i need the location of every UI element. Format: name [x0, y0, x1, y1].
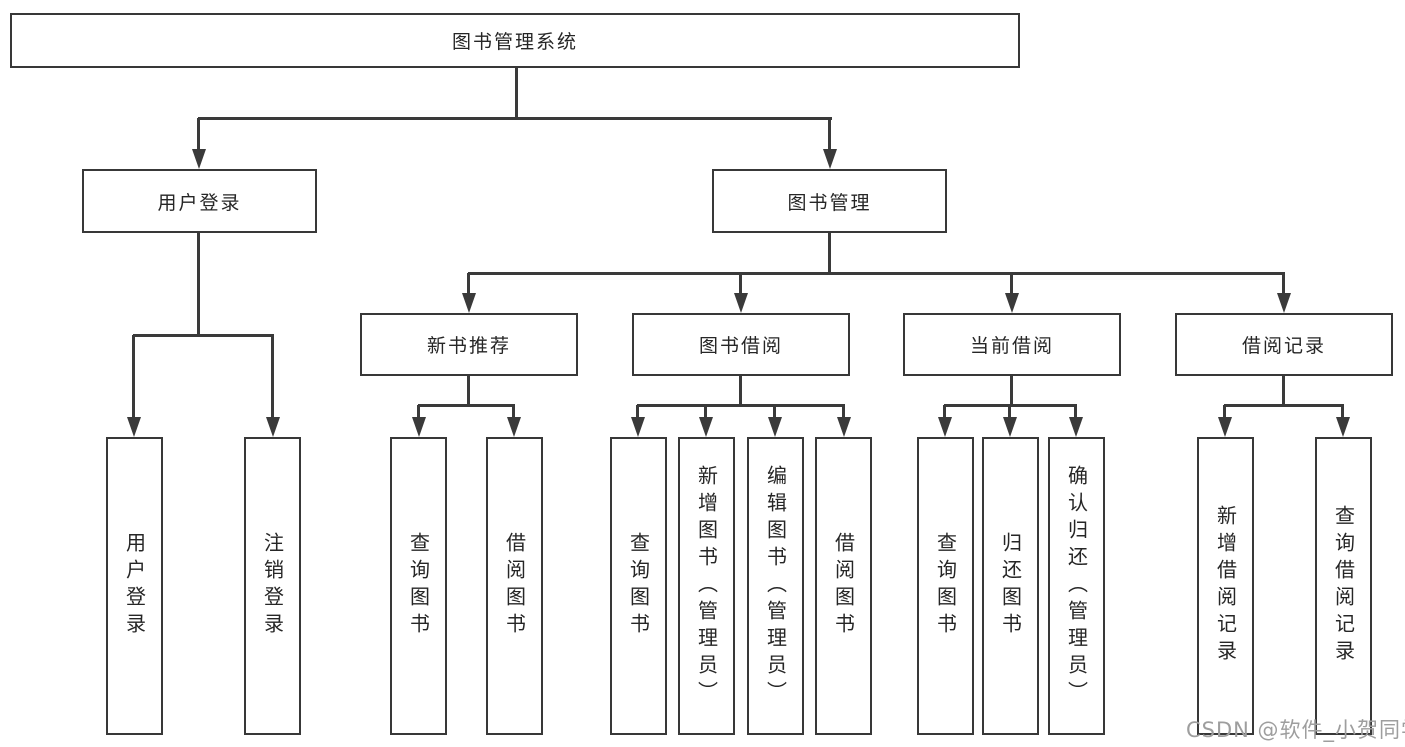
node-root: 图书管理系统: [10, 13, 1020, 68]
connector-line-vertical: [1222, 405, 1226, 421]
connector-line-vertical: [196, 233, 200, 335]
connector-line-horizontal: [1224, 403, 1344, 407]
node-label: 用户登录: [122, 532, 147, 640]
node-label: 用户登录: [157, 191, 242, 214]
connector-line-vertical: [827, 118, 831, 152]
node-label: 图书借阅: [698, 335, 783, 357]
arrowhead-down-icon: [837, 417, 851, 437]
node-label: 借阅图书: [502, 532, 527, 640]
node-label: 新增借阅记录: [1213, 505, 1238, 667]
connector-line-vertical: [416, 405, 420, 421]
node-label: 编辑图书（管理员）: [763, 464, 788, 708]
arrowhead-down-icon: [631, 417, 645, 437]
node-book-borrow: 图书借阅: [632, 313, 850, 376]
node-book-management: 图书管理: [712, 169, 947, 233]
node-label: 新增图书（管理员）: [694, 464, 719, 708]
arrowhead-down-icon: [1336, 417, 1350, 437]
arrowhead-down-icon: [1003, 417, 1017, 437]
node-label: 查询图书: [406, 532, 431, 640]
connector-line-vertical: [841, 405, 845, 421]
node-leaf-borrow-book-1: 借阅图书: [486, 437, 543, 735]
node-current-borrow: 当前借阅: [903, 313, 1121, 376]
node-label: 图书管理系统: [451, 31, 578, 53]
connector-line-vertical: [738, 273, 742, 295]
arrowhead-down-icon: [699, 417, 713, 437]
connector-line-vertical: [196, 118, 200, 152]
node-borrow-records: 借阅记录: [1175, 313, 1393, 376]
connector-line-vertical: [1007, 405, 1011, 421]
connector-line-horizontal: [944, 403, 1077, 407]
node-leaf-logout: 注销登录: [244, 437, 301, 735]
connector-line-vertical: [1073, 405, 1077, 421]
connector-line-vertical: [635, 405, 639, 421]
node-leaf-query-book-1: 查询图书: [390, 437, 447, 735]
connector-line-vertical: [738, 376, 742, 405]
arrowhead-down-icon: [127, 417, 141, 437]
arrowhead-down-icon: [734, 293, 748, 313]
node-label: 当前借阅: [969, 335, 1054, 357]
node-leaf-add-borrow-record: 新增借阅记录: [1197, 437, 1254, 735]
connector-line-vertical: [511, 405, 515, 421]
node-label: 注销登录: [260, 532, 285, 640]
connector-line-vertical: [270, 335, 274, 419]
connector-line-vertical: [1340, 405, 1344, 421]
connector-line-vertical: [827, 233, 831, 273]
node-leaf-edit-book: 编辑图书（管理员）: [747, 437, 804, 735]
arrowhead-down-icon: [1069, 417, 1083, 437]
node-user-login-group: 用户登录: [82, 169, 317, 233]
node-label: 查询图书: [933, 532, 958, 640]
csdn-watermark: CSDN @软件_小贺同学: [1186, 718, 1405, 742]
node-label: 借阅图书: [831, 532, 856, 640]
connector-line-horizontal: [133, 333, 274, 337]
connector-line-horizontal: [198, 116, 832, 120]
arrowhead-down-icon: [1218, 417, 1232, 437]
arrowhead-down-icon: [1277, 293, 1291, 313]
node-label: 归还图书: [998, 532, 1023, 640]
node-new-book-recommend: 新书推荐: [360, 313, 578, 376]
arrowhead-down-icon: [823, 149, 837, 169]
connector-line-vertical: [1009, 273, 1013, 295]
connector-line-vertical: [466, 273, 470, 295]
connector-line-horizontal: [468, 271, 1285, 275]
node-leaf-borrow-book-2: 借阅图书: [815, 437, 872, 735]
node-leaf-return-book: 归还图书: [982, 437, 1039, 735]
arrowhead-down-icon: [1005, 293, 1019, 313]
connector-line-horizontal: [418, 403, 515, 407]
arrowhead-down-icon: [412, 417, 426, 437]
node-label: 借阅记录: [1241, 335, 1326, 357]
connector-line-vertical: [703, 405, 707, 421]
node-leaf-query-book-3: 查询图书: [917, 437, 974, 735]
arrowhead-down-icon: [192, 149, 206, 169]
node-label: 查询图书: [626, 532, 651, 640]
node-leaf-user-login: 用户登录: [106, 437, 163, 735]
connector-line-vertical: [466, 376, 470, 405]
connector-line-horizontal: [637, 403, 845, 407]
arrowhead-down-icon: [266, 417, 280, 437]
node-leaf-query-borrow-record: 查询借阅记录: [1315, 437, 1372, 735]
connector-line-vertical: [1009, 376, 1013, 405]
arrowhead-down-icon: [507, 417, 521, 437]
node-leaf-confirm-return: 确认归还（管理员）: [1048, 437, 1105, 735]
node-label: 新书推荐: [426, 335, 511, 357]
connector-line-vertical: [131, 335, 135, 419]
node-leaf-query-book-2: 查询图书: [610, 437, 667, 735]
connector-line-vertical: [514, 68, 518, 120]
connector-line-vertical: [942, 405, 946, 421]
arrowhead-down-icon: [462, 293, 476, 313]
node-label: 查询借阅记录: [1331, 505, 1356, 667]
arrowhead-down-icon: [768, 417, 782, 437]
node-leaf-add-book: 新增图书（管理员）: [678, 437, 735, 735]
node-label: 图书管理: [787, 191, 872, 214]
node-label: 确认归还（管理员）: [1064, 464, 1089, 708]
arrowhead-down-icon: [938, 417, 952, 437]
connector-line-vertical: [772, 405, 776, 421]
connector-line-vertical: [1281, 273, 1285, 295]
connector-line-vertical: [1281, 376, 1285, 405]
